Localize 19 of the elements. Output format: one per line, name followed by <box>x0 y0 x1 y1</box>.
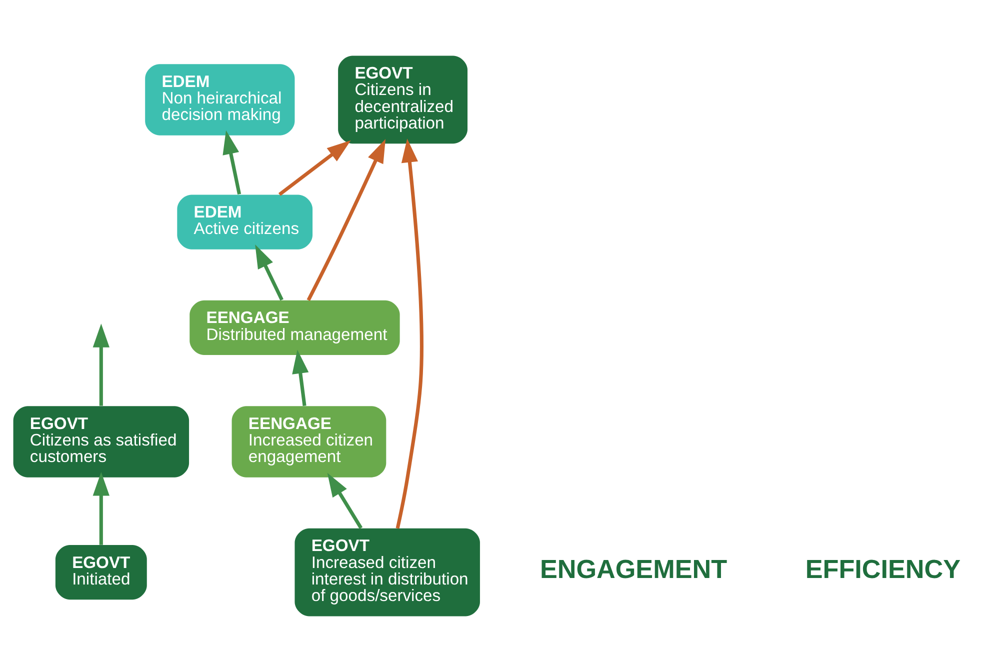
arrow <box>306 138 386 300</box>
node-box: EGOVT Citizens as satisfied customers <box>13 406 190 477</box>
arrow <box>92 323 110 406</box>
node-box: EGOVT Citizens in decentralized participation <box>338 55 468 144</box>
arrow <box>222 130 242 194</box>
node-box: EDEM Non heirarchical decision making <box>145 64 295 135</box>
arrow <box>278 140 351 196</box>
arrow <box>396 138 424 528</box>
node-box: EENGAGE Distributed management <box>190 300 400 354</box>
node-box: EGOVT Initiated <box>55 544 147 600</box>
node-box: EDEM Active citizens <box>177 194 313 249</box>
arrow <box>292 349 309 406</box>
node-box: EENGAGE Increased citizen engagement <box>232 406 386 477</box>
label: EFFICIENCY <box>805 553 961 584</box>
arrow <box>255 244 284 300</box>
arrow <box>92 472 110 544</box>
node-box: EGOVT Increased citizen interest in distribution of goods/services <box>294 528 480 616</box>
label: ENGAGEMENT <box>540 553 728 584</box>
arrow <box>327 472 363 528</box>
